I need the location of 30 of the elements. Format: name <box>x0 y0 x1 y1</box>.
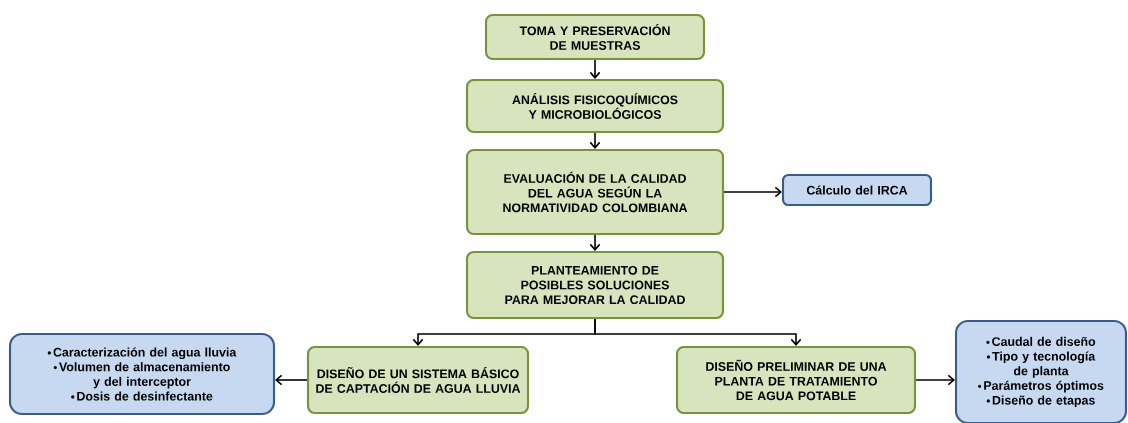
box-text: ANÁLISIS FISICOQUÍMICOS Y MICROBIOLÓGICOS <box>512 93 678 119</box>
box-text: Cálculo del IRCA <box>806 185 908 195</box>
box-text: TOMA Y PRESERVACIÓN DE MUESTRAS <box>519 24 670 50</box>
bullet-list-box <box>954 319 1128 423</box>
box-text: EVALUACIÓN DE LA CALIDAD DEL AGUA SEGÚN LA NORMATIVIDAD COLOMBIANA <box>503 171 688 213</box>
bullet-list-box <box>8 332 276 416</box>
process-box <box>484 13 706 61</box>
arrow <box>589 234 601 251</box>
arrow <box>723 186 782 198</box>
arrow <box>589 132 601 149</box>
process-box <box>675 345 917 415</box>
list-item: Volumen de almacenamiento y del interceptor <box>59 362 230 389</box>
box-text: PLANTEAMIENTO DE POSIBLES SOLUCIONES PARA MEJORAR LA CALIDAD <box>505 265 685 305</box>
list-item: Diseño de etapas <box>992 395 1095 408</box>
process-box <box>465 78 725 134</box>
arrow <box>915 374 955 386</box>
process-box <box>465 250 725 320</box>
box-text: DISEÑO PRELIMINAR DE UNA PLANTA DE TRATAMIENTO DE AGUA POTABLE <box>706 359 887 401</box>
box-text: DISEÑO DE UN SISTEMA BÁSICO DE CAPTACIÓN DE AGUA LLUVIA <box>316 367 521 393</box>
list-item: Parámetros óptimos <box>984 380 1104 393</box>
result-box <box>781 173 933 207</box>
process-box <box>465 148 725 236</box>
arrow <box>594 318 802 346</box>
arrow <box>275 374 308 386</box>
list-item: Caracterización del agua lluvia <box>53 347 237 360</box>
arrow <box>589 59 601 79</box>
list-item: Tipo y tecnología de planta <box>992 351 1096 378</box>
process-box <box>306 345 530 415</box>
list-item: Dosis de desinfectante <box>77 391 213 401</box>
list-item: Caudal de diseño <box>992 336 1096 346</box>
